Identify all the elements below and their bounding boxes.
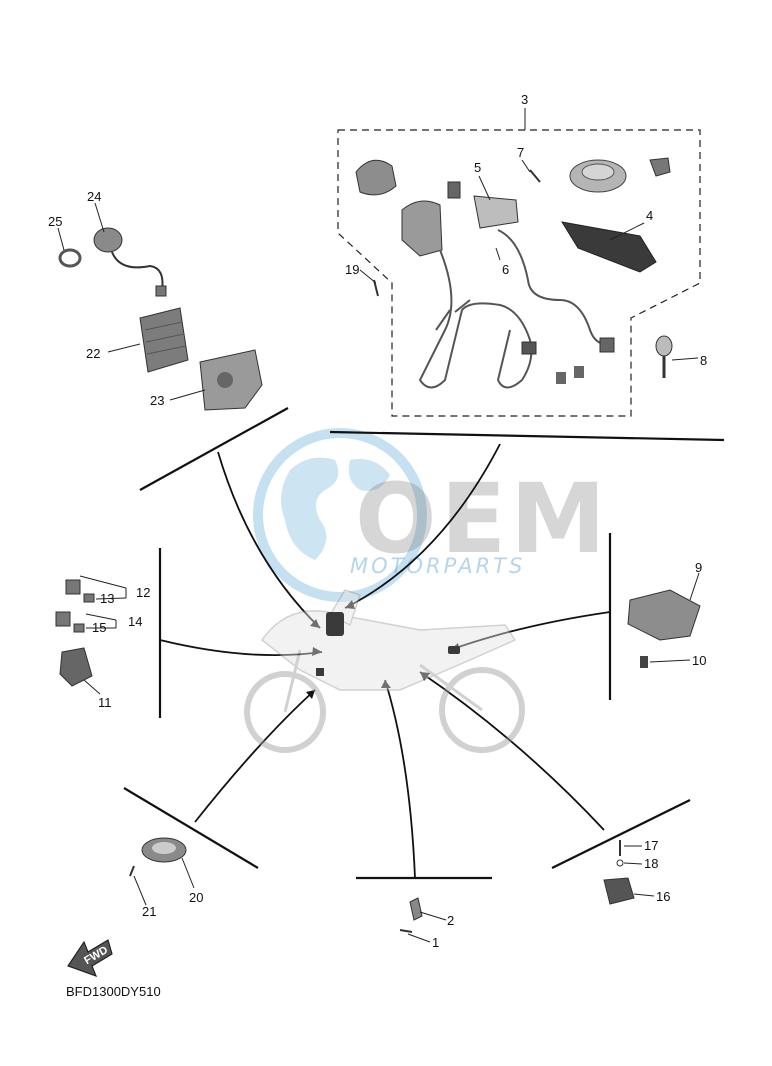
callout-7: 7 bbox=[517, 145, 524, 160]
part-5-unit bbox=[473, 195, 519, 229]
callout-8: 8 bbox=[700, 353, 707, 368]
callout-21: 21 bbox=[142, 904, 156, 919]
part-4-cover bbox=[560, 221, 657, 273]
callout-14: 14 bbox=[128, 614, 142, 629]
harness-connector-3 bbox=[556, 372, 566, 384]
callout-leaders bbox=[57, 159, 700, 943]
watermark-brand: OEM bbox=[355, 463, 610, 575]
part-clip bbox=[649, 157, 671, 177]
leader-arrows bbox=[159, 443, 611, 879]
part-15-relay bbox=[73, 623, 85, 633]
callout-1: 1 bbox=[432, 935, 439, 950]
part-20-assembly bbox=[141, 837, 187, 863]
callout-9: 9 bbox=[695, 560, 702, 575]
callout-3: 3 bbox=[521, 92, 528, 107]
watermark-subtitle: MOTORPARTS bbox=[350, 554, 525, 578]
part-8-key bbox=[655, 335, 673, 378]
part-cap bbox=[569, 159, 627, 193]
callout-15: 15 bbox=[92, 620, 106, 635]
part-11-unit bbox=[59, 647, 93, 687]
diagram-code: BFD1300DY510 bbox=[66, 984, 161, 999]
callout-22: 22 bbox=[86, 346, 100, 361]
callout-23: 23 bbox=[150, 393, 164, 408]
callout-4: 4 bbox=[646, 208, 653, 223]
part-19-screw bbox=[373, 279, 379, 297]
part-14-relay bbox=[55, 611, 71, 627]
part-22-ecu bbox=[139, 307, 189, 373]
part-1-screw bbox=[399, 929, 413, 933]
callout-16: 16 bbox=[656, 889, 670, 904]
callout-2: 2 bbox=[447, 913, 454, 928]
part-wire-harness bbox=[418, 229, 611, 389]
part-24-sensor bbox=[93, 227, 167, 297]
harness-connector-1 bbox=[521, 341, 537, 355]
part-10-bolt bbox=[640, 656, 648, 668]
callout-25: 25 bbox=[48, 214, 62, 229]
part-21-screw bbox=[129, 865, 135, 877]
zone-brackets bbox=[123, 407, 725, 880]
callout-19: 19 bbox=[345, 262, 359, 277]
harness-connector-2 bbox=[599, 337, 615, 353]
callout-18: 18 bbox=[644, 856, 658, 871]
part-7-screw bbox=[529, 169, 541, 183]
front-wheel bbox=[244, 671, 326, 753]
part-18-washer bbox=[616, 859, 624, 867]
part-13-relay bbox=[83, 593, 95, 603]
callout-numbers: 1 2 3 4 5 6 7 8 9 10 11 12 13 14 15 16 1… bbox=[48, 92, 707, 950]
callout-11: 11 bbox=[98, 695, 112, 710]
part-switch-cover bbox=[355, 159, 397, 196]
rear-wheel bbox=[439, 667, 525, 753]
callout-10: 10 bbox=[692, 653, 706, 668]
group-frame-harness bbox=[337, 129, 701, 417]
callout-5: 5 bbox=[474, 160, 481, 175]
highlighted-components bbox=[316, 612, 460, 676]
watermark: OEM MOTORPARTS bbox=[253, 428, 610, 602]
harness-connector-4 bbox=[574, 366, 584, 378]
part-16-unit bbox=[603, 877, 635, 905]
part-23-bracket bbox=[199, 349, 263, 411]
part-main-switch bbox=[401, 181, 461, 257]
part-25-ring bbox=[58, 248, 82, 268]
callout-6: 6 bbox=[502, 262, 509, 277]
part-2-sensor bbox=[409, 897, 423, 921]
part-9-module bbox=[627, 589, 701, 641]
fwd-arrow-icon: FWD bbox=[67, 939, 113, 978]
callout-24: 24 bbox=[87, 189, 101, 204]
motorcycle-illustration bbox=[244, 589, 525, 753]
callout-20: 20 bbox=[189, 890, 203, 905]
callout-12: 12 bbox=[136, 585, 150, 600]
part-12-relay bbox=[65, 579, 81, 595]
callout-17: 17 bbox=[644, 838, 658, 853]
watermark-continents bbox=[281, 457, 390, 560]
callout-13: 13 bbox=[100, 591, 114, 606]
